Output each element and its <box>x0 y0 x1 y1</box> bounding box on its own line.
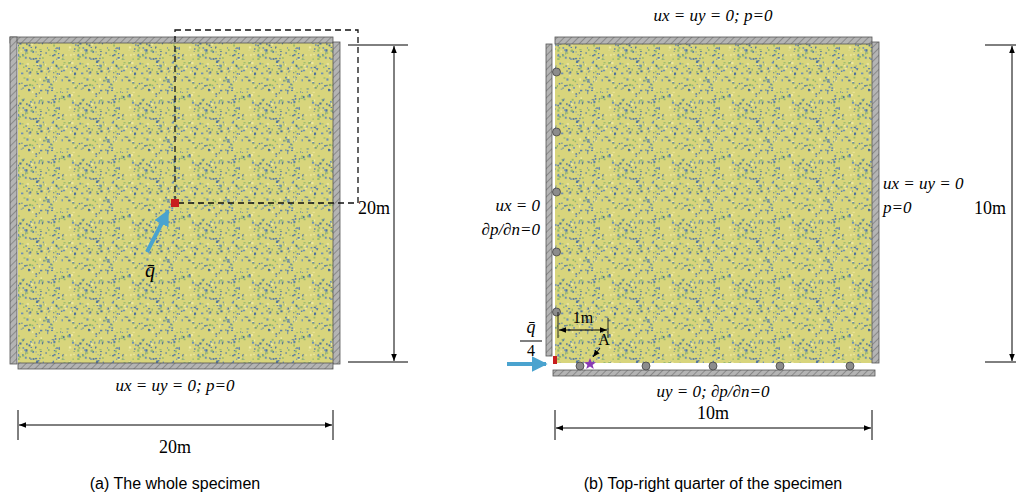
subfigure-caption: (b) Top-right quarter of the specimen <box>584 475 843 493</box>
fixed-boundary <box>18 363 333 369</box>
roller-wall <box>553 370 875 376</box>
boundary-condition: ux = 0 <box>495 197 540 216</box>
dimension-label: 10m <box>974 199 1006 219</box>
dimension-tick <box>985 362 1016 363</box>
dimension-line <box>394 46 395 361</box>
flux-arrow <box>147 211 168 252</box>
point-a-star <box>584 358 596 369</box>
roller <box>576 362 584 370</box>
dimension-label: 10m <box>697 404 729 424</box>
flux-arrow <box>507 362 546 366</box>
dimension-label: 20m <box>159 438 191 458</box>
dimension-tick <box>348 362 408 363</box>
roller <box>709 362 717 370</box>
specimen-body <box>555 44 872 363</box>
dimension-label: 20m <box>358 199 390 219</box>
roller <box>553 188 561 196</box>
roller <box>553 308 561 316</box>
subfigure-caption: (a) The whole specimen <box>90 475 260 493</box>
boundary-condition: ∂p/∂n=0 <box>482 221 541 240</box>
roller <box>553 248 561 256</box>
roller <box>846 362 854 370</box>
boundary-condition: p=0 <box>883 199 911 218</box>
dimension-tick <box>872 410 873 440</box>
boundary-condition: ux = uy = 0; p=0 <box>116 377 235 396</box>
roller-set <box>553 68 855 370</box>
boundary-condition: ux = uy = 0 <box>883 175 964 194</box>
fixed-boundary <box>555 37 872 44</box>
point-label: A <box>598 331 610 349</box>
leader-line <box>593 348 600 357</box>
roller <box>776 362 784 370</box>
dimension-tick <box>985 45 1016 46</box>
fixed-boundary <box>872 42 879 363</box>
boundary-condition: ux = uy = 0; p=0 <box>654 7 773 26</box>
fixed-boundary <box>10 37 17 364</box>
injection-point <box>553 356 557 364</box>
quarter-outline <box>175 30 358 203</box>
dimension-line <box>556 428 871 429</box>
roller <box>553 128 561 136</box>
roller <box>642 362 650 370</box>
flux-label: 4 <box>527 342 535 360</box>
dimension-tick <box>333 410 334 440</box>
injection-point <box>171 199 179 207</box>
dimension-label: 1m <box>573 309 593 327</box>
roller <box>553 68 561 76</box>
dimension-tick <box>558 312 559 338</box>
roller-wall <box>546 44 552 356</box>
dimension-tick <box>555 410 556 440</box>
dimension-tick <box>18 410 19 440</box>
dimension-line <box>1012 46 1013 361</box>
dimension-line <box>559 330 607 331</box>
dimension-line <box>19 425 332 426</box>
flux-label: q̄ <box>145 259 155 281</box>
dimension-tick <box>348 45 408 46</box>
fixed-boundary <box>10 37 333 43</box>
fraction-bar <box>520 341 542 342</box>
flux-label: q̄ <box>527 318 536 338</box>
boundary-condition: uy = 0; ∂p/∂n=0 <box>657 383 770 402</box>
